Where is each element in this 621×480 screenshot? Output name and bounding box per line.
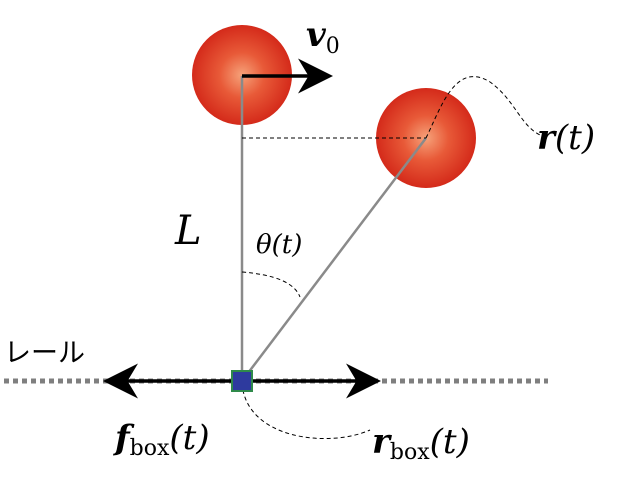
theta-label: θ(t) (256, 230, 302, 260)
v0-label: v0 (306, 15, 340, 59)
length-label: L (174, 208, 202, 254)
rbox-label: rbox(t) (372, 422, 470, 465)
r-label: r(t) (537, 118, 595, 158)
rail-label: レール (4, 338, 85, 369)
rod-tilted (241, 137, 427, 382)
rbox-leader-line (241, 382, 371, 440)
theta-arc (241, 271, 301, 298)
fbox-label: fbox(t) (113, 418, 210, 461)
box (231, 370, 253, 392)
r-leader-line (425, 76, 541, 139)
